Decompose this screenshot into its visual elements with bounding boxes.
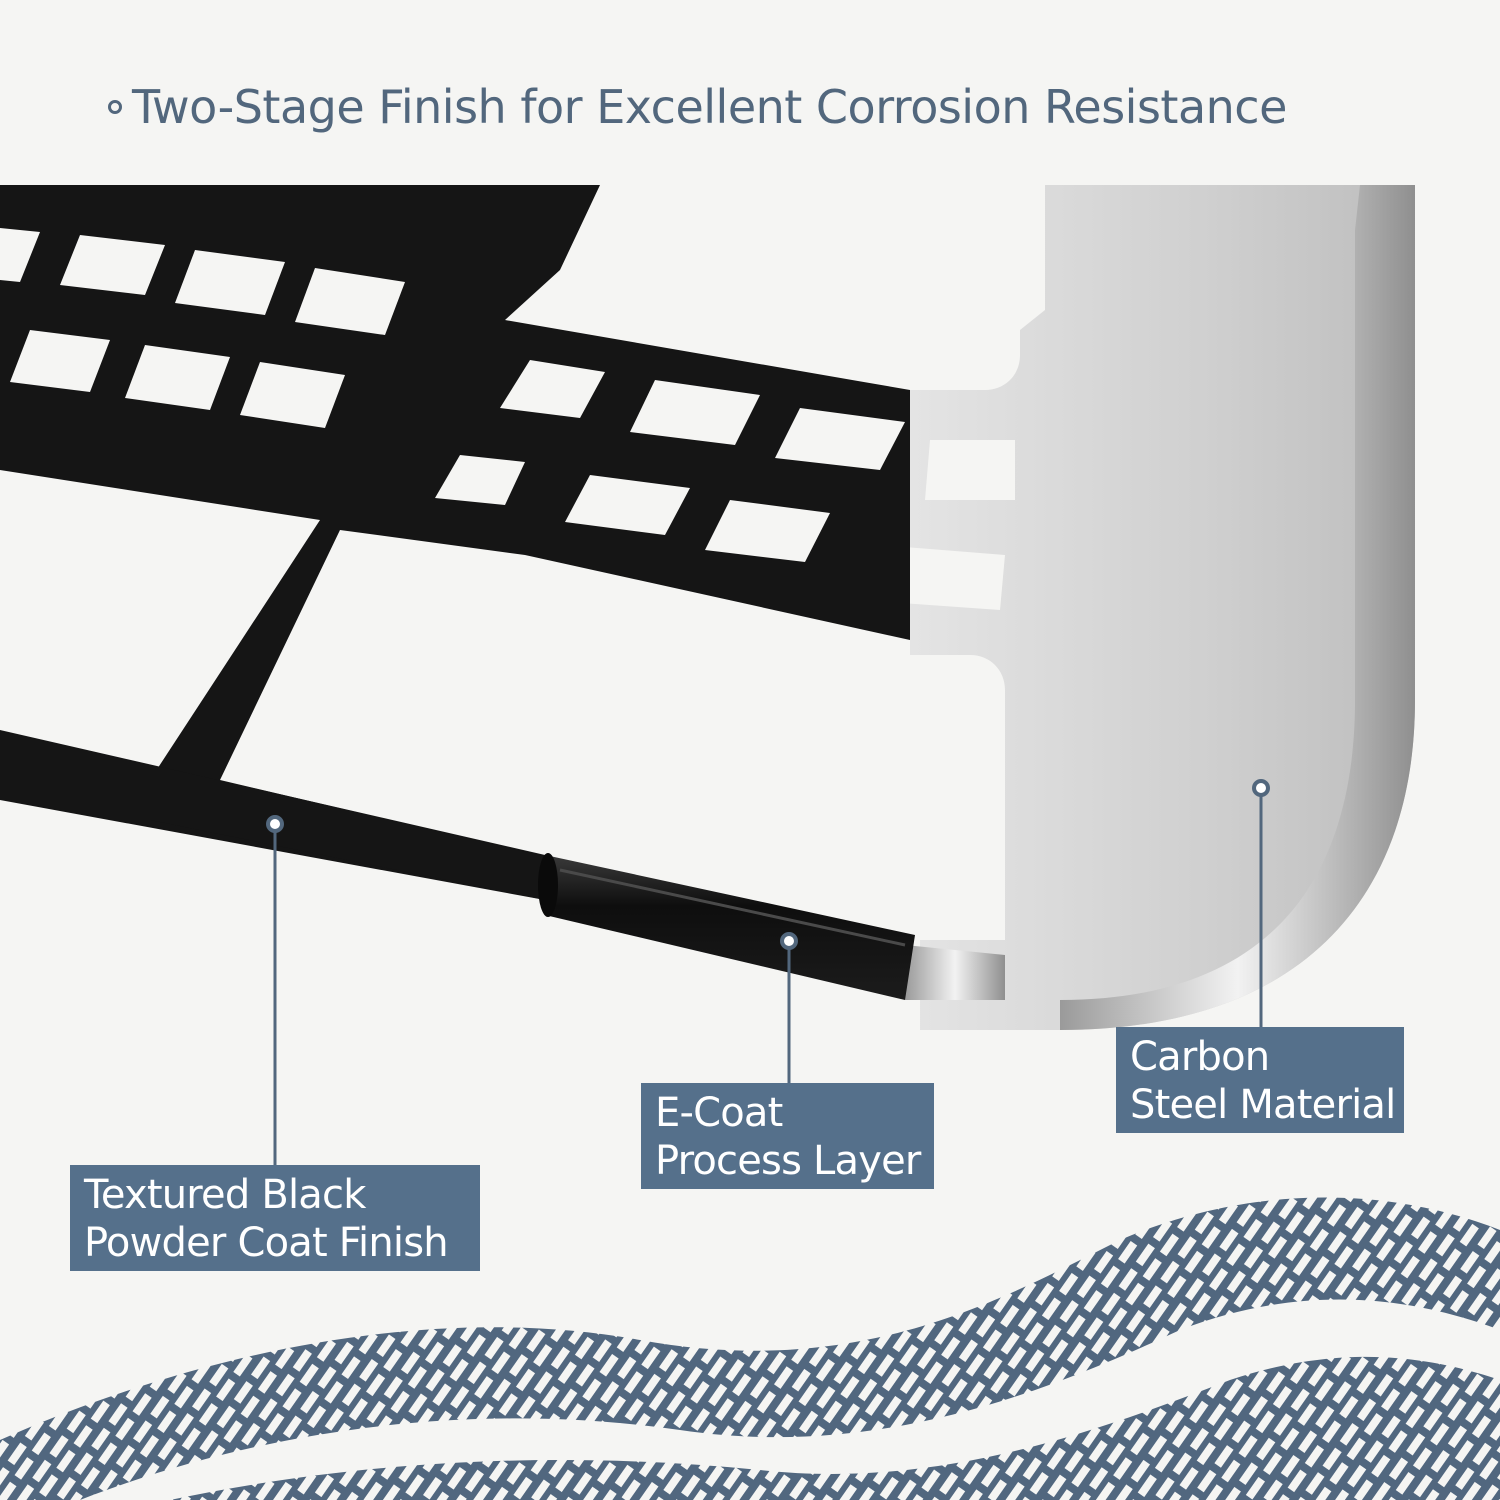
powder-coat-dot-icon <box>266 815 284 833</box>
carbon-steel-plate <box>860 185 1415 1030</box>
powder-coat-line2: Powder Coat Finish <box>84 1220 449 1266</box>
ecoat-line2: Process Layer <box>655 1138 921 1184</box>
headline-text: Two-Stage Finish for Excellent Corrosion… <box>132 80 1287 134</box>
ecoat-tube-section <box>538 853 915 1000</box>
callout-dots <box>266 779 1270 950</box>
carbon-steel-callout: Carbon Steel Material <box>1116 1027 1404 1133</box>
powder-coat-callout: Textured Black Powder Coat Finish <box>70 1165 480 1271</box>
grille-cutouts <box>0 228 905 562</box>
carbon-steel-line1: Carbon <box>1130 1034 1270 1080</box>
carbon-steel-dot-icon <box>1252 779 1270 797</box>
ecoat-dot-icon <box>780 932 798 950</box>
ecoat-line1: E-Coat <box>655 1090 783 1136</box>
powder-coat-line1: Textured Black <box>84 1172 366 1218</box>
carbon-steel-line2: Steel Material <box>1130 1082 1396 1128</box>
bullet-icon <box>108 100 122 114</box>
tire-tread-decoration <box>0 1197 1500 1500</box>
callout-leaders <box>273 788 1263 1165</box>
ecoat-callout: E-Coat Process Layer <box>641 1083 934 1189</box>
page-headline: Two-Stage Finish for Excellent Corrosion… <box>108 80 1287 134</box>
